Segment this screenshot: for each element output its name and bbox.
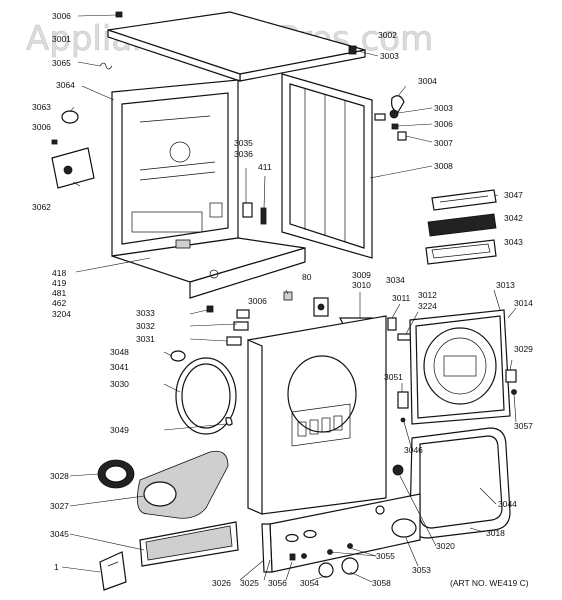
label-3056: 3056 [268,578,287,588]
label-3020: 3020 [436,541,455,551]
manual-1 [99,551,127,591]
label-3046: 3046 [404,445,423,455]
label-3002: 3002 [378,30,397,40]
label-3033: 3033 [136,308,155,318]
leader-lines [61,14,517,583]
label-3031: 3031 [136,334,155,344]
art-number: (ART NO. WE419 C) [450,578,529,588]
control-bracket-3062 [51,147,95,189]
label-3007: 3007 [434,138,453,148]
label-3029: 3029 [514,344,533,354]
label-3006: 3006 [248,296,267,306]
label-3057: 3057 [514,421,533,431]
clip-3003-top [348,45,357,55]
label-3036: 3036 [234,149,253,159]
seal-ring-3028 [97,459,135,489]
label-3026: 3026 [212,578,231,588]
label-3045: 3045 [50,529,69,539]
knob-3063 [61,110,79,124]
label-3047: 3047 [504,190,523,200]
label-1: 1 [54,562,59,572]
screw-top [115,11,123,18]
label-3204: 3204 [52,309,71,319]
label-3010: 3010 [352,280,371,290]
label-3030: 3030 [110,379,129,389]
label-3013: 3013 [496,280,515,290]
label-3058: 3058 [372,578,391,588]
label-3034: 3034 [386,275,405,285]
filter-3045 [139,521,239,567]
label-462: 462 [52,298,66,308]
label-3025: 3025 [240,578,259,588]
screw-3006-left [51,139,58,145]
label-3043: 3043 [504,237,523,247]
label-3048: 3048 [110,347,129,357]
label-3053: 3053 [412,565,431,575]
label-3003: 3003 [434,103,453,113]
thermistor-411 [260,207,267,225]
inner-door [409,427,511,539]
label-3001: 3001 [52,34,71,44]
label-3051: 3051 [384,372,403,382]
label-3055: 3055 [376,551,395,561]
label-3006: 3006 [434,119,453,129]
label-80: 80 [302,272,312,282]
knobs [289,464,417,578]
label-3044: 3044 [498,499,517,509]
label-418: 418 [52,268,66,278]
label-3063: 3063 [32,102,51,112]
handle-3043 [425,239,497,265]
part-labels: 3006 3001 3002 3003 3065 3064 3063 3006 … [32,11,533,588]
label-3027: 3027 [50,501,69,511]
label-3064: 3064 [56,80,75,90]
top-panel [107,11,366,82]
label-3011: 3011 [392,293,411,303]
label-3049: 3049 [110,425,129,435]
hinge-parts [374,95,407,141]
label-3014: 3014 [514,298,533,308]
label-3028: 3028 [50,471,69,481]
drum-seal [175,357,237,435]
label-3006: 3006 [52,11,71,21]
label-3054: 3054 [300,578,319,588]
label-3035: 3035 [234,138,253,148]
label-3003: 3003 [380,51,399,61]
door-assembly [409,309,511,425]
vent-3047 [431,189,497,211]
label-411: 411 [258,162,272,172]
vent-3042 [427,213,497,237]
label-3224: 3224 [418,301,437,311]
clip-3049 [225,417,233,426]
front-panel [247,315,387,515]
front-small-parts [170,305,250,362]
latch-3011 [387,317,397,331]
door-switch-3009 [313,297,329,317]
label-3009: 3009 [352,270,371,280]
label-3065: 3065 [52,58,71,68]
duct-3027 [136,450,229,519]
label-3008: 3008 [434,161,453,171]
latch-3051 [397,391,409,423]
label-3042: 3042 [504,213,523,223]
sensor-3035 [242,202,253,218]
label-3062: 3062 [32,202,51,212]
wire-hook-3065 [99,62,113,70]
label-481: 481 [52,288,66,298]
cabinet-back [111,79,306,299]
label-3018: 3018 [486,528,505,538]
part-80 [283,291,293,301]
label-3004: 3004 [418,76,437,86]
label-3006: 3006 [32,122,51,132]
label-3041: 3041 [110,362,129,372]
side-panel [281,73,373,259]
label-419: 419 [52,278,66,288]
label-3032: 3032 [136,321,155,331]
label-3012: 3012 [418,290,437,300]
